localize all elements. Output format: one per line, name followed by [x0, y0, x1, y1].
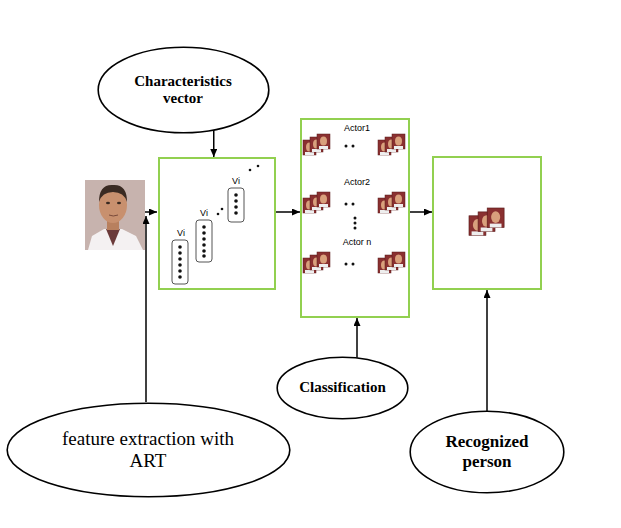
flow-arrow — [276, 211, 300, 213]
flow-arrow — [410, 211, 432, 213]
ellipse-label: feature extraction with ART — [46, 428, 251, 472]
ellipse-shape — [277, 357, 408, 419]
item-label: Actor1 — [330, 123, 384, 133]
face-photo — [85, 180, 145, 250]
feature-box: ViViVi — [158, 157, 276, 290]
item-label: Vi — [174, 228, 188, 238]
ellipse-label: Classification — [299, 379, 386, 396]
feature-vectors — [172, 165, 259, 284]
ellipse-label: Recognized person — [431, 432, 543, 471]
recognized-thumbnail — [469, 208, 504, 235]
item-label: Actor2 — [330, 177, 384, 187]
flow-arrow — [486, 290, 488, 411]
item-label: Vi — [197, 208, 211, 218]
actor-thumbnails — [303, 134, 405, 273]
flow-arrow — [213, 130, 215, 157]
ellipse-shape — [98, 47, 269, 133]
ellipse-shape — [410, 411, 564, 493]
label-ellipse: Classification — [276, 356, 409, 420]
label-ellipse: feature extraction with ART — [6, 402, 291, 498]
result-box — [432, 156, 542, 290]
input-arrow — [145, 211, 157, 213]
ellipse-label: Characteristics vector — [121, 73, 245, 108]
label-ellipse: Characteristics vector — [97, 46, 270, 134]
classification-box: Actor1Actor2Actor n — [300, 118, 410, 318]
item-label: Vi — [229, 176, 243, 186]
item-label: Actor n — [330, 237, 384, 247]
ellipse-shape — [7, 403, 290, 497]
label-ellipse: Recognized person — [409, 410, 565, 494]
flow-arrow — [356, 318, 358, 358]
leader-arrow — [145, 216, 147, 402]
